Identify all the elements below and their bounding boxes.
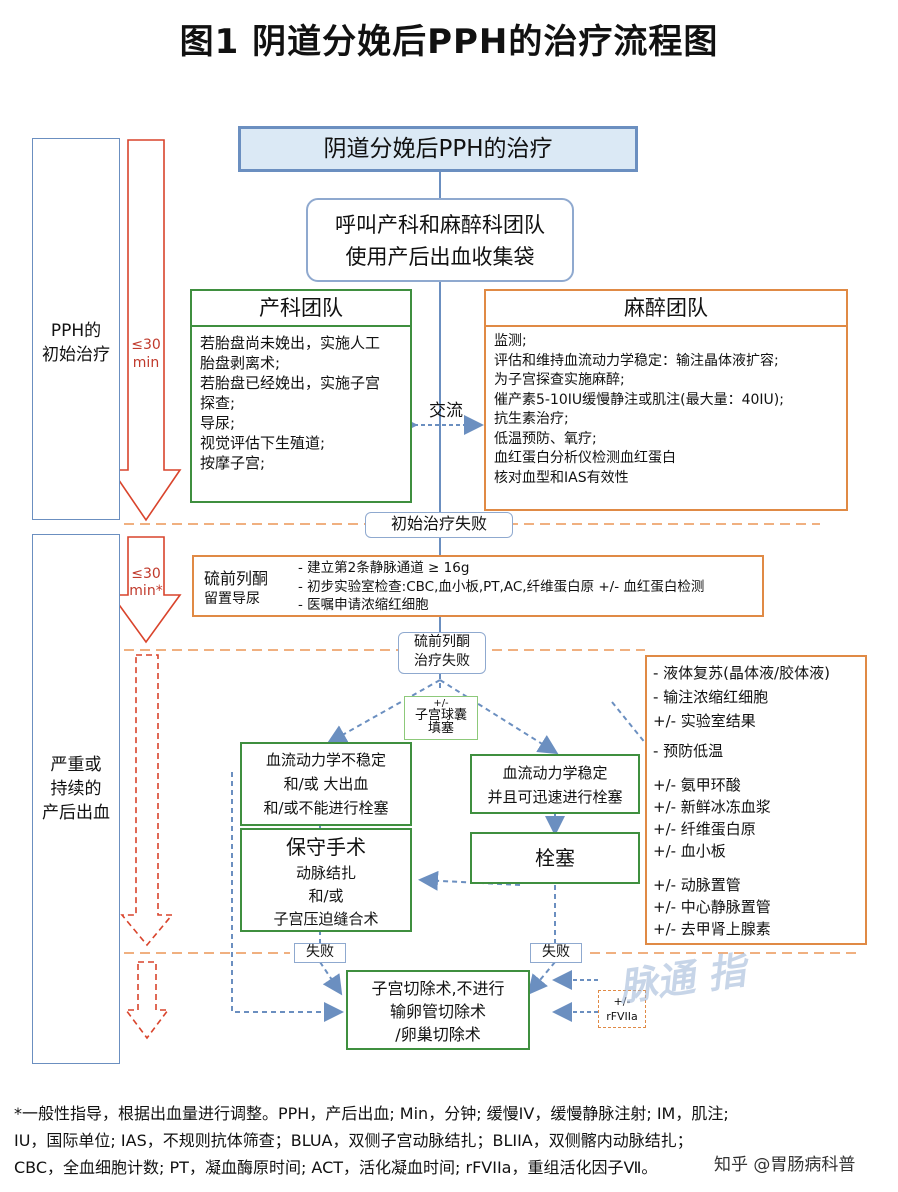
anesthesia-team-box: 麻醉团队 监测; 评估和维持血流动力学稳定：输注晶体液扩容; 为子宫探查实施麻醉… bbox=[484, 289, 848, 511]
obstetric-team-list: 若胎盘尚未娩出，实施人工 胎盘剥离术; 若胎盘已经娩出，实施子宫 探查; 导尿;… bbox=[200, 334, 381, 472]
phase-severe-panel: 严重或 持续的 产后出血 bbox=[32, 534, 120, 1064]
phase-initial-label-1: PPH的 bbox=[50, 321, 102, 341]
sulprostone-box: 硫前列酮 留置导尿 - 建立第2条静脉通道 ≥ 16g - 初步实验室检查:CB… bbox=[192, 555, 764, 617]
anesthesia-team-title: 麻醉团队 bbox=[486, 291, 846, 327]
sulprostone-failed: 硫前列酮 治疗失败 bbox=[398, 632, 486, 674]
initial-treatment-failed: 初始治疗失败 bbox=[365, 512, 513, 538]
obstetric-team-box: 产科团队 若胎盘尚未娩出，实施人工 胎盘剥离术; 若胎盘已经娩出，实施子宫 探查… bbox=[190, 289, 412, 503]
anesthesia-team-list: 监测; 评估和维持血流动力学稳定：输注晶体液扩容; 为子宫探查实施麻醉; 催产素… bbox=[494, 333, 784, 486]
sulprostone-actions: - 建立第2条静脉通道 ≥ 16g - 初步实验室检查:CBC,血小板,PT,A… bbox=[298, 560, 705, 613]
hysterectomy-box: 子宫切除术,不进行 输卵管切除术 /卵巢切除术 bbox=[346, 970, 530, 1050]
conservative-surgery-title: 保守手术 bbox=[286, 835, 366, 859]
source-tag: 知乎 @胃肠病科普 bbox=[710, 1150, 860, 1175]
call-team-box: 呼叫产科和麻醉科团队 使用产后出血收集袋 bbox=[306, 198, 574, 282]
conservative-surgery-box: 保守手术 动脉结扎 和/或 子宫压迫缝合术 bbox=[240, 828, 412, 932]
phase-severe-label-3: 产后出血 bbox=[42, 803, 110, 823]
uterine-balloon-box: +/- 子宫球囊 填塞 bbox=[404, 696, 478, 740]
time-limit-1: ≤30 min bbox=[131, 337, 161, 371]
phase-severe-label-2: 持续的 bbox=[50, 779, 102, 799]
embolization-fail-label: 失败 bbox=[530, 943, 582, 963]
header-box: 阴道分娩后PPH的治疗 bbox=[238, 126, 638, 172]
flow-connectors bbox=[110, 139, 860, 1040]
conservative-fail-label: 失败 bbox=[294, 943, 346, 963]
hemodynamic-unstable-box: 血流动力学不稳定 和/或 大出血 和/或不能进行栓塞 bbox=[240, 742, 412, 826]
phase-severe-label-1: 严重或 bbox=[50, 755, 102, 775]
supportive-care-box: - 液体复苏(晶体液/胶体液) - 输注浓缩红细胞 +/- 实验室结果 - 预防… bbox=[645, 655, 867, 945]
exchange-label: 交流 bbox=[429, 401, 463, 421]
phase-initial-panel: PPH的 初始治疗 bbox=[32, 138, 120, 520]
footnote: *一般性指导，根据出血量进行调整。PPH，产后出血; Min，分钟; 缓慢IV，… bbox=[14, 1104, 729, 1177]
phase-initial-label-2: 初始治疗 bbox=[42, 345, 110, 365]
time-limit-2: ≤30 min* bbox=[129, 566, 163, 599]
obstetric-team-title: 产科团队 bbox=[192, 291, 410, 327]
hemodynamic-stable-box: 血流动力学稳定 并且可迅速进行栓塞 bbox=[470, 754, 640, 814]
figure-title: 图1 阴道分娩后PPH的治疗流程图 bbox=[179, 22, 719, 62]
rfviia-box: +/- rFVIIa bbox=[598, 990, 646, 1028]
embolization-box: 栓塞 bbox=[470, 832, 640, 884]
